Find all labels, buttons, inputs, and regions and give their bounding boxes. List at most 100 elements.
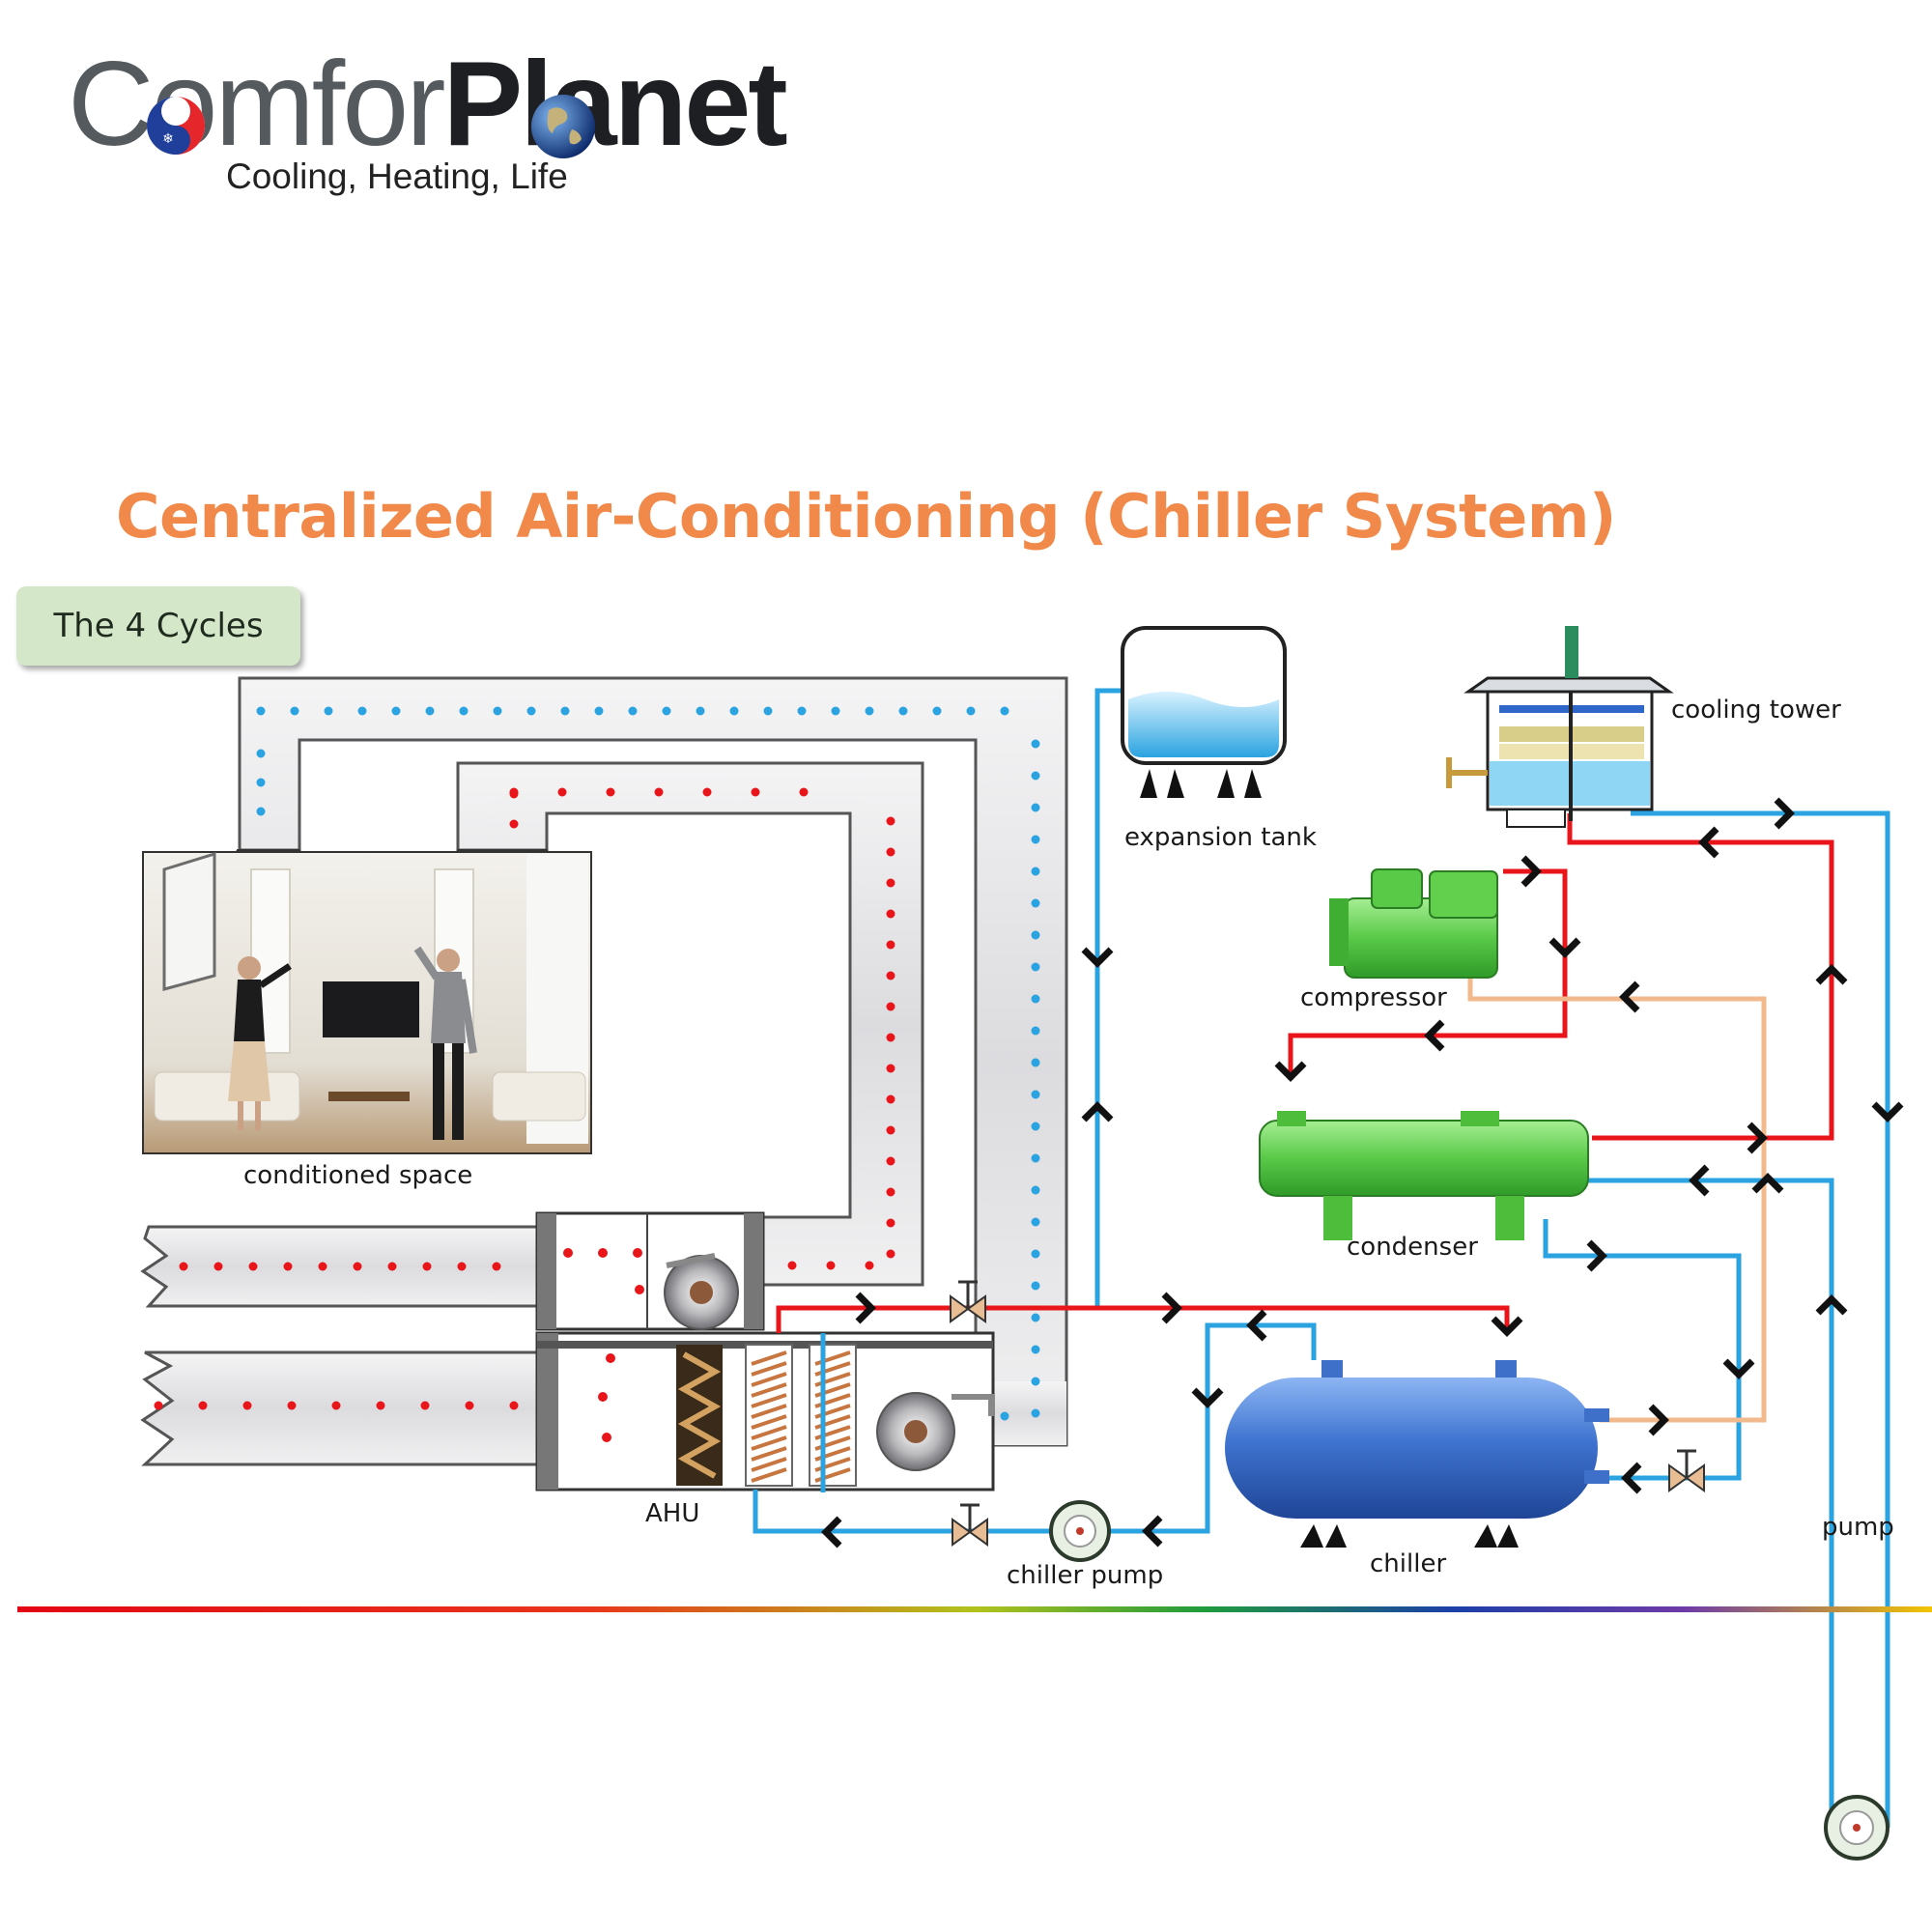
air-flow-dot: [1031, 930, 1040, 940]
svg-text:✱: ✱: [178, 110, 189, 126]
chevron-arrow-icon: [1548, 937, 1581, 958]
chevron-arrow-icon: [1520, 855, 1542, 888]
chilled-water-hot-line: [776, 1305, 1510, 1333]
outside-air-duct-top: [140, 1225, 543, 1308]
logo-word-dark: Planet: [442, 38, 788, 171]
air-flow-dot: [331, 1401, 341, 1410]
air-flow-dot: [1031, 1377, 1040, 1386]
air-flow-dot: [492, 1262, 501, 1271]
air-flow-dot: [1031, 1090, 1040, 1099]
air-flow-dot: [763, 706, 773, 716]
air-flow-dot: [1031, 1217, 1040, 1227]
air-flow-dot: [865, 706, 874, 716]
chevron-arrow-icon: [1774, 797, 1795, 830]
air-flow-dot: [886, 1218, 895, 1228]
chevron-arrow-icon: [1081, 1101, 1114, 1122]
outside-air-flow-dots: [154, 1262, 519, 1410]
chiller: [1225, 1360, 1609, 1548]
air-flow-dot: [387, 1262, 397, 1271]
air-flow-dot: [324, 706, 333, 716]
air-flow-dot: [886, 1033, 895, 1042]
air-flow-dot: [886, 1002, 895, 1011]
label-conditioned-space: conditioned space: [243, 1161, 473, 1190]
chevron-arrow-icon: [1161, 1292, 1182, 1324]
air-flow-dot: [797, 706, 807, 716]
valve-group: [950, 1280, 1705, 1547]
air-flow-dot: [628, 706, 638, 716]
flow-arrow-group: [821, 797, 1904, 1548]
chevron-arrow-icon: [1689, 1164, 1710, 1197]
air-flow-dot: [557, 787, 567, 797]
air-flow-dot: [1031, 1281, 1040, 1291]
air-flow-dot: [1031, 1026, 1040, 1036]
air-flow-dot: [1031, 771, 1040, 781]
chevron-arrow-icon: [1621, 1462, 1642, 1494]
air-flow-dot: [696, 706, 705, 716]
chevron-arrow-icon: [1815, 964, 1848, 985]
chevron-arrow-icon: [1191, 1387, 1224, 1408]
ahu-unit: [535, 1211, 995, 1492]
chevron-arrow-icon: [1751, 1173, 1784, 1194]
air-flow-dot: [560, 706, 570, 716]
air-flow-dot: [729, 706, 739, 716]
air-flow-dot: [1031, 835, 1040, 844]
label-chiller: chiller: [1370, 1549, 1447, 1578]
air-flow-dot: [886, 816, 895, 826]
logo-tagline: Cooling, Heating, Life: [226, 156, 568, 196]
air-flow-dot: [1031, 1249, 1040, 1259]
air-flow-dot: [886, 909, 895, 919]
air-flow-dot: [594, 706, 604, 716]
logo-wordmark: ComforPlanet: [68, 44, 788, 164]
air-flow-dot: [509, 789, 519, 799]
air-flow-dot: [318, 1262, 327, 1271]
air-flow-dot: [886, 1064, 895, 1073]
air-flow-dot: [1031, 1185, 1040, 1195]
rainbow-divider: [17, 1606, 1932, 1612]
air-flow-dot: [154, 1401, 163, 1410]
air-flow-dot: [886, 1125, 895, 1135]
air-flow-dot: [459, 706, 469, 716]
air-flow-dot: [509, 1401, 519, 1410]
air-flow-dot: [283, 1262, 293, 1271]
air-flow-dot: [654, 787, 664, 797]
label-condenser: condenser: [1347, 1233, 1478, 1262]
air-flow-dot: [1031, 1122, 1040, 1131]
chevron-arrow-icon: [1871, 1101, 1904, 1122]
air-flow-dot: [422, 1262, 432, 1271]
chevron-arrow-icon: [821, 1516, 842, 1548]
supply-air-flow-dots: [256, 706, 1040, 1421]
air-flow-dot: [391, 706, 401, 716]
compressor: [1329, 868, 1498, 979]
fan-icon: [664, 1253, 739, 1330]
chevron-arrow-icon: [1491, 1316, 1523, 1337]
air-flow-dot: [1000, 1411, 1009, 1421]
page-title: Centralized Air-Conditioning (Chiller Sy…: [116, 481, 1616, 552]
pump-icon: [1049, 1500, 1111, 1562]
chevron-arrow-icon: [1722, 1358, 1755, 1379]
air-flow-dot: [1031, 994, 1040, 1004]
air-flow-dot: [1031, 1058, 1040, 1067]
air-flow-dot: [1031, 739, 1040, 749]
chevron-arrow-icon: [1081, 947, 1114, 968]
air-flow-dot: [702, 787, 712, 797]
air-flow-dot: [886, 971, 895, 980]
air-flow-dot: [242, 1401, 252, 1410]
air-flow-dot: [357, 706, 367, 716]
air-flow-dot: [290, 706, 299, 716]
cycles-badge-label: The 4 Cycles: [53, 607, 264, 645]
air-flow-dot: [787, 1261, 797, 1270]
label-pump: pump: [1822, 1513, 1894, 1542]
air-flow-dot: [509, 819, 519, 829]
air-flow-dot: [1031, 1408, 1040, 1418]
chevron-arrow-icon: [1142, 1515, 1163, 1548]
refrigerant-line: [1467, 970, 1767, 1423]
chevron-arrow-icon: [1586, 1239, 1607, 1272]
air-flow-dot: [606, 787, 615, 797]
air-flow-dot: [256, 706, 266, 716]
air-flow-dot: [526, 706, 536, 716]
air-flow-dot: [898, 706, 908, 716]
air-flow-dot: [420, 1401, 430, 1410]
label-expansion-tank: expansion tank: [1124, 823, 1317, 852]
valve-icon: [952, 1503, 988, 1547]
globe-icon: [531, 95, 595, 158]
